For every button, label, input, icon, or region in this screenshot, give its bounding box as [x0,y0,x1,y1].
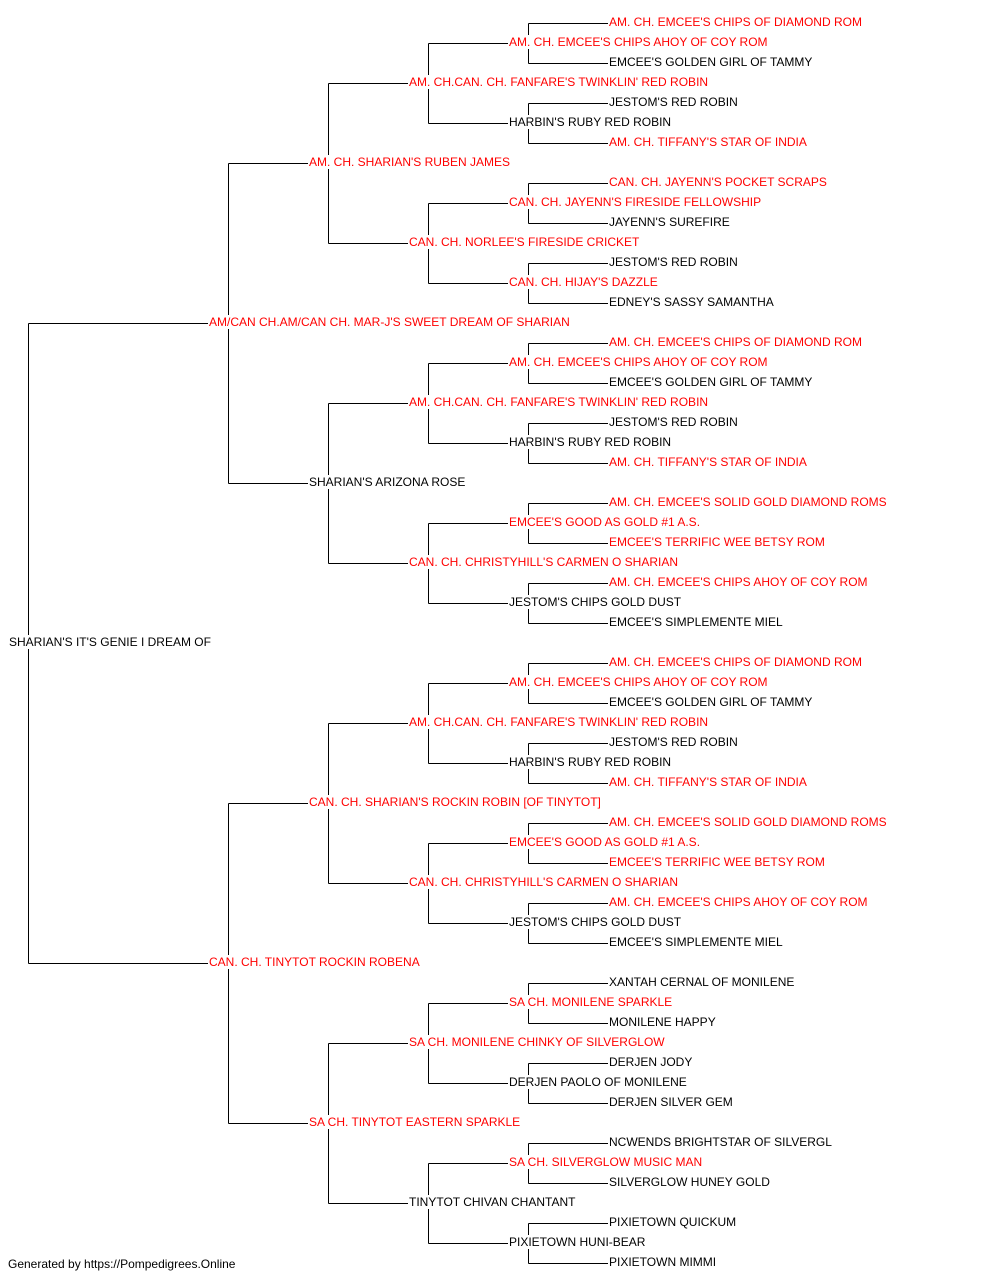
ancestor-name: SA CH. SILVERGLOW MUSIC MAN [508,1155,704,1169]
ancestor-name: CAN. CH. JAYENN'S POCKET SCRAPS [608,175,828,189]
ancestor-name: EDNEY'S SASSY SAMANTHA [608,295,775,309]
ancestor-name: AM. CH. EMCEE'S CHIPS AHOY OF COY ROM [508,355,769,369]
ancestor-name: SILVERGLOW HUNEY GOLD [608,1175,771,1189]
ancestor-name: JESTOM'S RED ROBIN [608,255,739,269]
generated-by-footer: Generated by https://Pompedigrees.Online [8,1257,236,1271]
ancestor-name: CAN. CH. HIJAY'S DAZZLE [508,275,659,289]
ancestor-name: AM. CH. EMCEE'S CHIPS AHOY OF COY ROM [508,675,769,689]
ancestor-name: AM. CH. EMCEE'S CHIPS AHOY OF COY ROM [608,575,869,589]
ancestor-name: EMCEE'S GOLDEN GIRL OF TAMMY [608,55,814,69]
ancestor-name: CAN. CH. TINYTOT ROCKIN ROBENA [208,955,421,969]
ancestor-name: CAN. CH. NORLEE'S FIRESIDE CRICKET [408,235,641,249]
ancestor-name: DERJEN JODY [608,1055,694,1069]
ancestor-name: PIXIETOWN QUICKUM [608,1215,738,1229]
ancestor-name: DERJEN PAOLO OF MONILENE [508,1075,688,1089]
ancestor-name: AM. CH. TIFFANY'S STAR OF INDIA [608,135,808,149]
ancestor-name: CAN. CH. CHRISTYHILL'S CARMEN O SHARIAN [408,555,679,569]
ancestor-name: DERJEN SILVER GEM [608,1095,734,1109]
ancestor-name: JESTOM'S RED ROBIN [608,415,739,429]
ancestor-name: PIXIETOWN HUNI-BEAR [508,1235,647,1249]
ancestor-name: EMCEE'S SIMPLEMENTE MIEL [608,935,784,949]
ancestor-name: PIXIETOWN MIMMI [608,1255,718,1269]
ancestor-name: AM. CH. EMCEE'S CHIPS OF DIAMOND ROM [608,655,863,669]
ancestor-name: AM. CH. EMCEE'S CHIPS AHOY OF COY ROM [508,35,769,49]
ancestor-name: AM. CH.CAN. CH. FANFARE'S TWINKLIN' RED … [408,715,710,729]
ancestor-name: MONILENE HAPPY [608,1015,717,1029]
ancestor-name: CAN. CH. CHRISTYHILL'S CARMEN O SHARIAN [408,875,679,889]
ancestor-name: XANTAH CERNAL OF MONILENE [608,975,796,989]
ancestor-name: AM. CH. TIFFANY'S STAR OF INDIA [608,775,808,789]
ancestor-name: AM. CH.CAN. CH. FANFARE'S TWINKLIN' RED … [408,75,710,89]
ancestor-name: AM. CH. TIFFANY'S STAR OF INDIA [608,455,808,469]
ancestor-name: JESTOM'S RED ROBIN [608,95,739,109]
ancestor-name: HARBIN'S RUBY RED ROBIN [508,755,673,769]
ancestor-name: HARBIN'S RUBY RED ROBIN [508,435,673,449]
ancestor-name: EMCEE'S TERRIFIC WEE BETSY ROM [608,535,826,549]
ancestor-name: AM/CAN CH.AM/CAN CH. MAR-J'S SWEET DREAM… [208,315,571,329]
ancestor-name: SA CH. MONILENE CHINKY OF SILVERGLOW [408,1035,666,1049]
ancestor-name: AM. CH. EMCEE'S SOLID GOLD DIAMOND ROMS [608,495,888,509]
ancestor-name: CAN. CH. SHARIAN'S ROCKIN ROBIN [OF TINY… [308,795,602,809]
ancestor-name: AM. CH. SHARIAN'S RUBEN JAMES [308,155,511,169]
ancestor-name: EMCEE'S SIMPLEMENTE MIEL [608,615,784,629]
ancestor-name: JESTOM'S CHIPS GOLD DUST [508,915,683,929]
ancestor-name: AM. CH. EMCEE'S CHIPS OF DIAMOND ROM [608,335,863,349]
subject-dog-name: SHARIAN'S IT'S GENIE I DREAM OF [8,635,212,649]
ancestor-name: HARBIN'S RUBY RED ROBIN [508,115,673,129]
ancestor-name: JESTOM'S RED ROBIN [608,735,739,749]
ancestor-name: AM. CH. EMCEE'S CHIPS OF DIAMOND ROM [608,15,863,29]
ancestor-name: EMCEE'S GOLDEN GIRL OF TAMMY [608,695,814,709]
ancestor-name: EMCEE'S GOOD AS GOLD #1 A.S. [508,515,702,529]
ancestor-name: JAYENN'S SUREFIRE [608,215,731,229]
ancestor-name: SA CH. MONILENE SPARKLE [508,995,674,1009]
ancestor-name: AM. CH. EMCEE'S CHIPS AHOY OF COY ROM [608,895,869,909]
ancestor-name: TINYTOT CHIVAN CHANTANT [408,1195,577,1209]
ancestor-name: EMCEE'S GOOD AS GOLD #1 A.S. [508,835,702,849]
ancestor-name: JESTOM'S CHIPS GOLD DUST [508,595,683,609]
ancestor-name: CAN. CH. JAYENN'S FIRESIDE FELLOWSHIP [508,195,763,209]
ancestor-name: EMCEE'S TERRIFIC WEE BETSY ROM [608,855,826,869]
ancestor-name: SHARIAN'S ARIZONA ROSE [308,475,467,489]
ancestor-name: EMCEE'S GOLDEN GIRL OF TAMMY [608,375,814,389]
ancestor-name: SA CH. TINYTOT EASTERN SPARKLE [308,1115,522,1129]
ancestor-name: AM. CH. EMCEE'S SOLID GOLD DIAMOND ROMS [608,815,888,829]
ancestor-name: NCWENDS BRIGHTSTAR OF SILVERGL [608,1135,833,1149]
ancestor-name: AM. CH.CAN. CH. FANFARE'S TWINKLIN' RED … [408,395,710,409]
